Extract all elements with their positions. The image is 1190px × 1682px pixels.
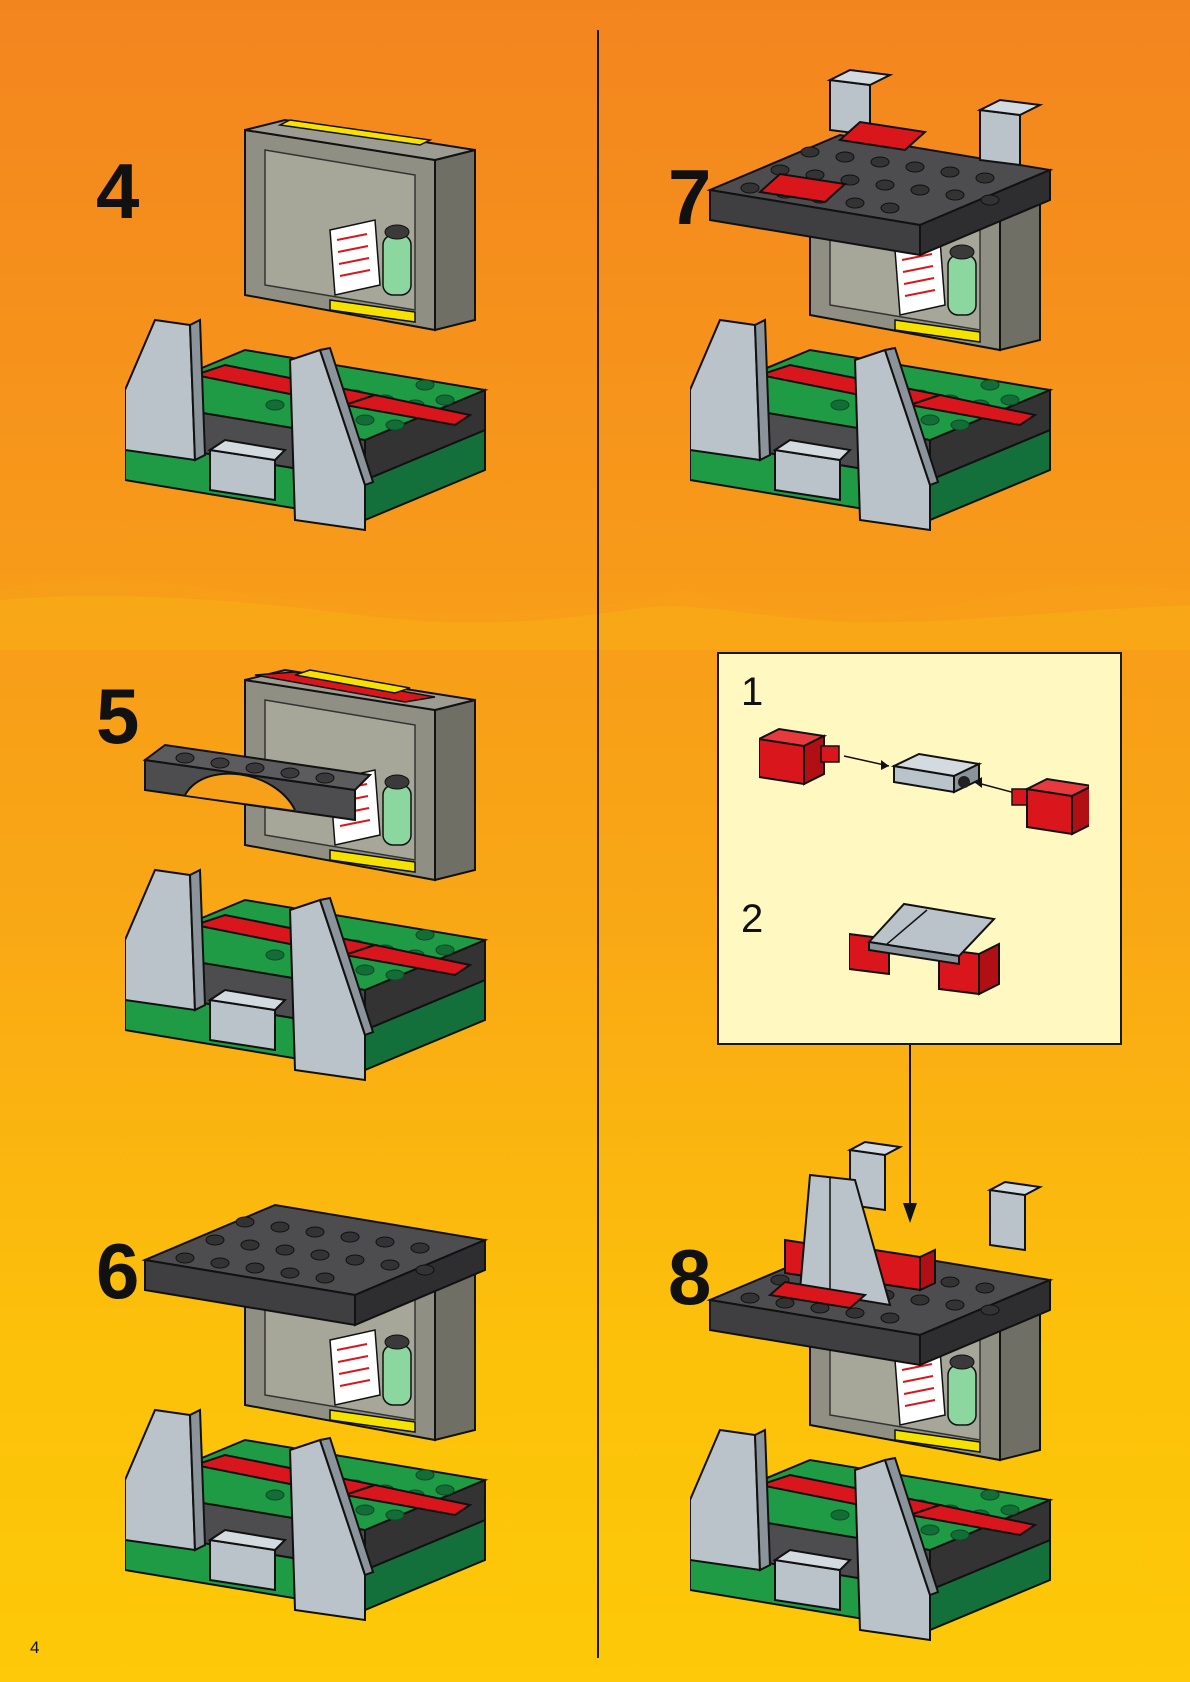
red-sub-assembly-on-roof xyxy=(770,1175,935,1308)
sub-assembly-inset: 1 2 xyxy=(717,652,1122,1045)
step-4-model xyxy=(125,100,505,540)
page-number: 4 xyxy=(30,1638,39,1658)
step-5-model xyxy=(125,650,505,1090)
background-horizon xyxy=(0,560,1190,650)
gray-corner-bricks xyxy=(850,1142,1040,1250)
step-8-model xyxy=(690,1140,1070,1650)
substep-2-diagram xyxy=(849,894,1009,1014)
step-6-model xyxy=(125,1180,505,1640)
substep-1-diagram xyxy=(759,684,1089,864)
column-divider xyxy=(597,30,599,1658)
substep-number-2: 2 xyxy=(741,899,763,939)
step-7-model xyxy=(690,60,1070,540)
